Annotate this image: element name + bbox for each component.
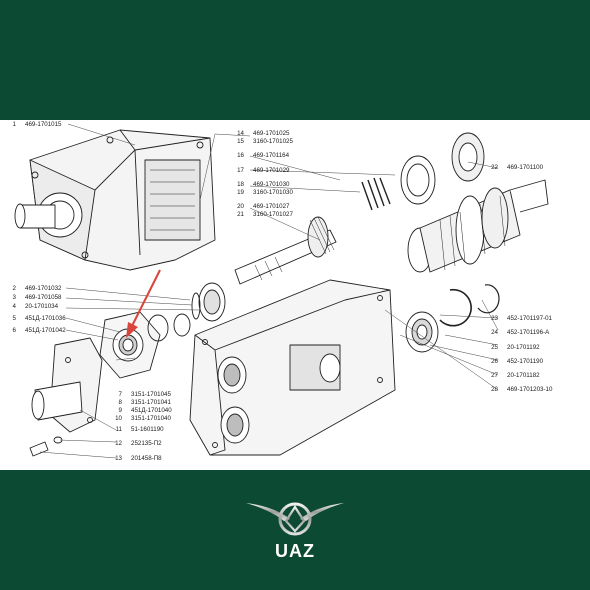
snap-rings bbox=[439, 284, 500, 327]
gearbox-drawing bbox=[14, 123, 549, 459]
bearing-upper bbox=[191, 282, 226, 322]
gearbox-housing-lower bbox=[189, 279, 396, 456]
countershaft-gear-cluster bbox=[407, 179, 549, 273]
input-cover bbox=[31, 337, 103, 433]
uaz-winged-emblem-icon bbox=[246, 502, 344, 536]
gearbox-housing-upper bbox=[14, 129, 216, 271]
rear-bearing bbox=[405, 311, 439, 353]
brand-name: UAZ bbox=[275, 541, 315, 561]
top-green-band bbox=[0, 0, 590, 120]
main-shaft bbox=[234, 216, 337, 285]
synchronizer-gears bbox=[400, 132, 485, 205]
red-pointer-arrow bbox=[126, 269, 161, 338]
front-cover-plate bbox=[99, 311, 191, 379]
needle-rollers bbox=[361, 177, 391, 211]
leader-lines bbox=[39, 123, 499, 459]
